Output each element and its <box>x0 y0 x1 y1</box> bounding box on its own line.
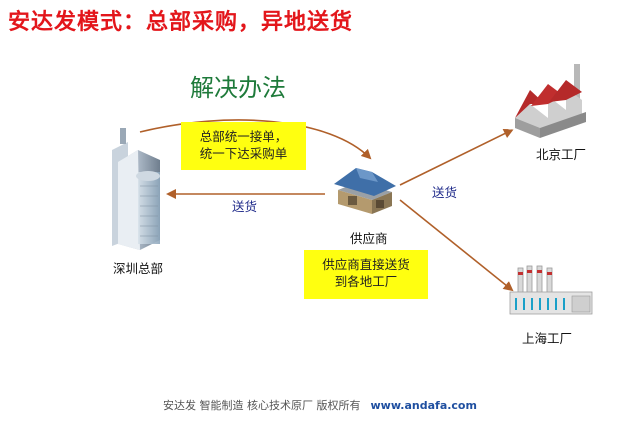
note-unified-ordering-line1: 总部统一接单， <box>199 129 288 144</box>
edge-label-ship-to-factories: 送货 <box>432 185 458 200</box>
office-building-icon <box>112 128 160 250</box>
footer-text: 安达发 智能制造 核心技术原厂 版权所有 <box>163 399 361 412</box>
factory-icon <box>515 64 586 138</box>
warehouse-icon <box>334 168 396 214</box>
page-title: 安达发模式：总部采购，异地送货 <box>8 10 354 35</box>
node-label-beijing-factory: 北京工厂 <box>536 147 587 162</box>
note-unified-ordering: 总部统一接单， 统一下达采购单 <box>181 122 306 170</box>
arrow-hq-to-supplier <box>139 119 372 160</box>
industrial-plant-icon <box>509 265 593 315</box>
note-unified-ordering-line2: 统一下达采购单 <box>199 146 288 161</box>
node-label-supplier: 供应商 <box>350 231 388 246</box>
node-label-headquarters: 深圳总部 <box>113 261 164 276</box>
note-direct-delivery-line1: 供应商直接送货 <box>322 257 410 272</box>
diagram-subtitle: 解决办法 <box>190 74 286 102</box>
edge-label-ship-to-hq: 送货 <box>232 199 258 214</box>
note-direct-delivery-line2: 到各地工厂 <box>334 274 398 289</box>
arrow-supplier-to-beijing <box>399 129 514 186</box>
node-label-shanghai-factory: 上海工厂 <box>522 331 573 346</box>
note-direct-delivery: 供应商直接送货 到各地工厂 <box>304 250 428 299</box>
footer-url: www.andafa.com <box>370 399 477 412</box>
arrow-supplier-to-shanghai <box>399 199 514 292</box>
footer: 安达发 智能制造 核心技术原厂 版权所有 www.andafa.com <box>0 397 640 413</box>
